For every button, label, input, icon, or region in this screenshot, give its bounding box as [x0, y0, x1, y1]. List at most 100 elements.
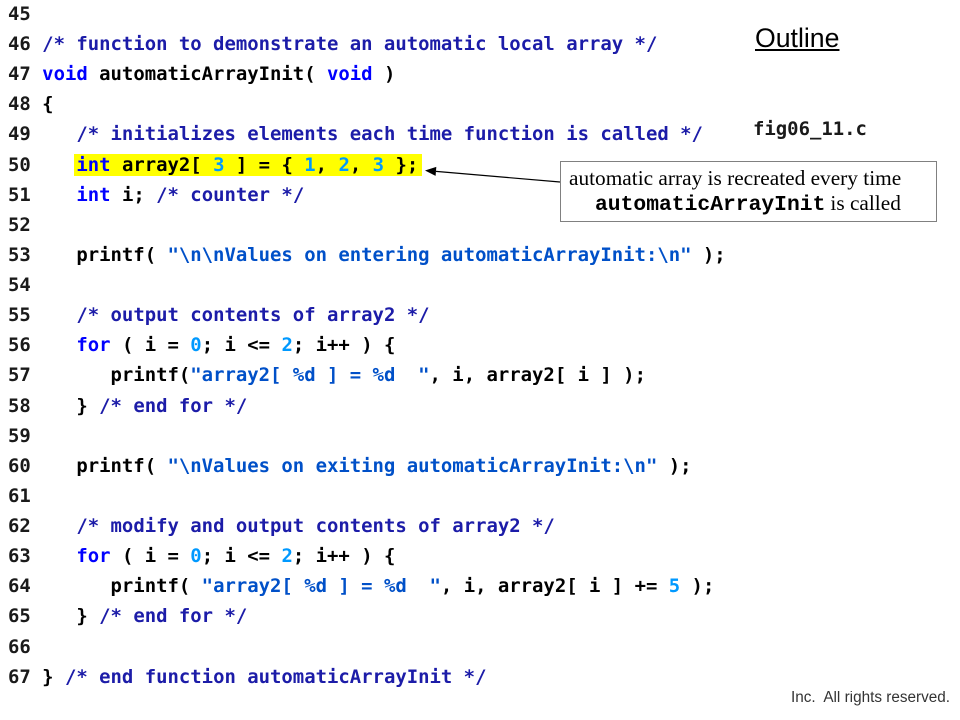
- line-number: 46: [8, 33, 31, 56]
- line-number: 51: [8, 183, 31, 206]
- code-text: ( i =: [110, 545, 191, 568]
- code-number-literal: 3: [213, 153, 225, 176]
- code-listing: 45 46 /* function to demonstrate an automa…: [8, 0, 748, 692]
- code-string-literal: "array2[ %d ] = %d ": [190, 364, 430, 387]
- code-comment: /* modify and output contents of array2 …: [76, 515, 555, 538]
- code-number-literal: 5: [668, 575, 681, 598]
- code-line: 45: [8, 0, 748, 29]
- code-number-literal: 1: [304, 153, 316, 176]
- line-number: 64: [8, 575, 31, 598]
- code-line: 46 /* function to demonstrate an automati…: [8, 29, 748, 59]
- code-text: ): [372, 63, 396, 86]
- code-text: [42, 545, 76, 567]
- line-number: 50: [8, 153, 31, 176]
- callout-text-line-1: automatic array is recreated every time: [569, 166, 902, 191]
- line-number: 47: [8, 63, 31, 86]
- code-line: 49 /* initializes elements each time fun…: [8, 119, 748, 149]
- code-keyword: for: [76, 545, 111, 568]
- code-line: 48 {: [8, 89, 748, 119]
- code-number-literal: 2: [281, 334, 293, 357]
- code-line: 57 printf("array2[ %d ] = %d ", i, array…: [8, 360, 748, 390]
- code-line: 61: [8, 481, 748, 511]
- code-text: );: [680, 575, 715, 598]
- code-text: }: [42, 605, 100, 628]
- line-number: 49: [8, 123, 31, 146]
- code-line: 52: [8, 210, 748, 240]
- code-text: printf(: [42, 364, 191, 387]
- code-line: 56 for ( i = 0; i <= 2; i++ ) {: [8, 330, 748, 360]
- line-number: 54: [8, 274, 31, 297]
- line-number: 57: [8, 364, 31, 387]
- line-number: 61: [8, 484, 31, 507]
- code-text: ,: [349, 153, 373, 176]
- code-text: ] = {: [224, 153, 305, 176]
- highlight-marker: int array2[ 3 ] = { 1, 2, 3 };: [74, 153, 423, 176]
- code-text: [42, 154, 76, 176]
- code-keyword: void: [326, 63, 373, 86]
- code-line: 53 printf( "\n\nValues on entering autom…: [8, 240, 748, 270]
- code-text: i;: [110, 183, 157, 206]
- line-number: 62: [8, 515, 31, 538]
- code-text: [42, 184, 76, 206]
- code-text: , i, array2[ i ] +=: [440, 575, 669, 598]
- code-text: ; i++ ) {: [292, 545, 396, 568]
- code-text: {: [42, 93, 54, 116]
- footer-copyright: Inc. All rights reserved.: [791, 691, 950, 706]
- code-line: 50 int array2[ 3 ] = { 1, 2, 3 };: [8, 150, 748, 180]
- code-keyword: for: [76, 334, 111, 357]
- code-text: printf(: [42, 575, 202, 598]
- code-number-literal: 0: [190, 545, 202, 568]
- code-text: [42, 515, 76, 537]
- code-text: ; i <=: [201, 545, 282, 568]
- callout-text-rest: is called: [830, 191, 901, 216]
- file-name-label: fig06_11.c: [753, 118, 867, 140]
- code-text: );: [657, 454, 692, 477]
- code-comment: /* function to demonstrate an automatic …: [42, 33, 658, 56]
- code-number-literal: 0: [190, 334, 202, 357]
- code-line: 62 /* modify and output contents of arra…: [8, 511, 748, 541]
- code-line: 60 printf( "\nValues on exiting automati…: [8, 451, 748, 481]
- code-line: 59: [8, 421, 748, 451]
- code-line: 54: [8, 270, 748, 300]
- line-number: 65: [8, 605, 31, 628]
- code-comment: /* end function automaticArrayInit */: [64, 665, 487, 688]
- line-number: 53: [8, 243, 31, 266]
- callout-code-term: automaticArrayInit: [595, 193, 826, 218]
- line-number: 66: [8, 635, 31, 658]
- code-text: }: [42, 394, 100, 417]
- code-text: automaticArrayInit(: [87, 63, 327, 86]
- outline-heading: Outline: [755, 23, 840, 53]
- code-text: [42, 334, 76, 356]
- line-number: 59: [8, 424, 31, 447]
- line-number: 48: [8, 93, 31, 116]
- code-number-literal: 3: [372, 153, 385, 176]
- code-number-literal: 2: [338, 153, 350, 176]
- code-text: , i, array2[ i ] );: [429, 364, 646, 387]
- code-text: );: [691, 243, 726, 266]
- code-string-literal: "\nValues on exiting automaticArrayInit:…: [167, 454, 658, 477]
- code-text: };: [384, 153, 419, 176]
- code-text: ; i <=: [201, 334, 282, 357]
- code-text: ( i =: [110, 334, 191, 357]
- footer: Inc. All rights reserved.: [791, 691, 950, 715]
- code-text: [42, 123, 76, 145]
- code-keyword: int: [76, 183, 111, 206]
- code-text: printf(: [42, 243, 168, 266]
- code-text: }: [42, 665, 65, 688]
- code-line: 55 /* output contents of array2 */: [8, 300, 748, 330]
- code-line: 51 int i; /* counter */: [8, 180, 748, 210]
- callout-box: automatic array is recreated every time …: [560, 161, 937, 222]
- code-text: printf(: [42, 454, 168, 477]
- code-number-literal: 2: [281, 545, 293, 568]
- code-comment: /* output contents of array2 */: [76, 304, 430, 327]
- line-number: 45: [8, 2, 31, 25]
- code-comment: /* end for */: [99, 605, 248, 628]
- code-text: ,: [315, 153, 339, 176]
- line-number: 60: [8, 454, 31, 477]
- code-line: 67} /* end function automaticArrayInit *…: [8, 662, 748, 692]
- line-number: 52: [8, 213, 31, 236]
- code-line: 58 } /* end for */: [8, 391, 748, 421]
- code-comment: /* counter */: [156, 183, 305, 206]
